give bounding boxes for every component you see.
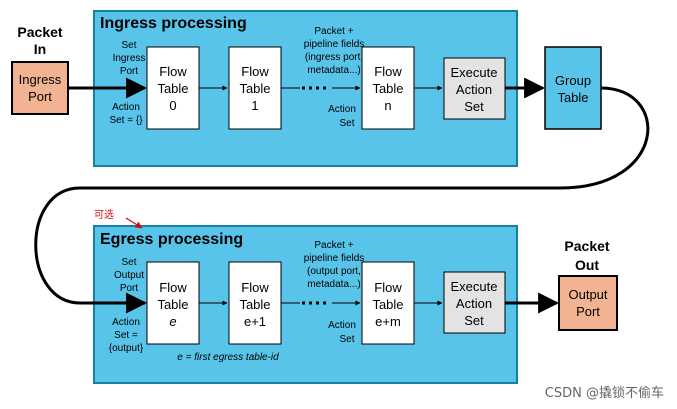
egress-action-set-right-line2: Set <box>339 334 354 345</box>
ingress-pipeline-note-line4: metadata...) <box>307 65 360 76</box>
ingress-execute-action-set: Execute Action Set <box>443 57 506 120</box>
egress-execute-action-set: Execute Action Set <box>443 271 506 334</box>
egress-set-port-line1: Set <box>121 257 136 268</box>
flow-table-id: e <box>169 314 176 329</box>
execute-label: Set <box>464 313 484 328</box>
ingress-pipeline-note-line3: (ingress port, <box>305 52 363 63</box>
execute-label: Action <box>456 296 492 311</box>
ingress-set-port-line3: Port <box>120 66 139 77</box>
ingress-action-set-right-line1: Action <box>328 104 356 115</box>
group-table-box <box>544 46 602 130</box>
ingress-port-box <box>11 61 69 115</box>
optional-annotation: 可选 <box>94 208 114 221</box>
ingress-set-port-line2: Ingress <box>113 53 146 64</box>
flow-table-label: Flow <box>159 64 187 79</box>
flow-table-label: Flow <box>374 64 402 79</box>
ingress-flow-table-0: Flow Table 0 <box>146 46 200 130</box>
egress-pipeline-note-line1: Packet + <box>314 240 353 251</box>
ingress-title: Ingress processing <box>100 15 247 32</box>
flow-table-id: 0 <box>169 98 176 113</box>
packet-out-label-line2: Out <box>575 257 599 273</box>
execute-label: Execute <box>451 65 498 80</box>
watermark: CSDN @撬锁不偷车 <box>545 385 664 401</box>
ingress-action-set-line1: Action <box>112 102 140 113</box>
execute-label: Set <box>464 99 484 114</box>
egress-action-set-line2: Set = <box>114 330 138 341</box>
flow-table-label: Flow <box>241 280 269 295</box>
flow-table-label: Table <box>157 81 188 96</box>
egress-pipeline-note-line4: metadata...) <box>307 279 360 290</box>
egress-flow-table-e: Flow Table e <box>146 261 200 345</box>
ingress-action-set-right-line2: Set <box>339 118 354 129</box>
ingress-set-port-line1: Set <box>121 40 136 51</box>
egress-action-set-line1: Action <box>112 317 140 328</box>
egress-set-port-line3: Port <box>120 283 139 294</box>
egress-title: Egress processing <box>100 231 243 248</box>
arrow-group-table-to-egress <box>34 86 650 314</box>
flow-table-label: Flow <box>159 280 187 295</box>
flow-table-label: Table <box>239 81 270 96</box>
packet-out-label-line1: Packet <box>564 238 609 254</box>
execute-label: Action <box>456 82 492 97</box>
ingress-flow-table-n: Flow Table n <box>361 46 415 130</box>
output-port-line2: Port <box>576 304 600 319</box>
flow-table-label: Table <box>372 81 403 96</box>
output-port-line1: Output <box>568 287 607 302</box>
egress-flow-table-e-plus-m: Flow Table e+m <box>361 261 415 345</box>
flow-table-label: Table <box>239 297 270 312</box>
egress-pipeline-note-line2: pipeline fields <box>304 253 365 264</box>
flow-table-label: Flow <box>374 280 402 295</box>
group-table-line2: Table <box>557 90 588 105</box>
egress-set-port-line2: Output <box>114 270 144 281</box>
flow-table-label: Table <box>372 297 403 312</box>
group-table-line1: Group <box>555 73 591 88</box>
ingress-action-set-line2: Set = {} <box>109 115 143 126</box>
flow-table-id: 1 <box>251 98 258 113</box>
flow-table-label: Flow <box>241 64 269 79</box>
ingress-pipeline-note-line2: pipeline fields <box>304 39 365 50</box>
packet-in-label-line2: In <box>34 41 46 57</box>
optional-annotation-arrow <box>125 217 143 229</box>
egress-action-set-right-line1: Action <box>328 320 356 331</box>
egress-footnote: e = first egress table-id <box>177 352 279 363</box>
flow-table-id: n <box>384 98 391 113</box>
egress-pipeline-note-line3: (output port, <box>307 266 361 277</box>
execute-label: Execute <box>451 279 498 294</box>
packet-in-label-line1: Packet <box>17 24 62 40</box>
ingress-flow-table-1: Flow Table 1 <box>228 46 282 130</box>
egress-action-set-line3: {output} <box>109 343 144 354</box>
egress-flow-table-e-plus-1: Flow Table e+1 <box>228 261 282 345</box>
ingress-port-line2: Port <box>28 89 52 104</box>
flow-table-id: e+1 <box>244 314 266 329</box>
flow-table-label: Table <box>157 297 188 312</box>
ingress-port-line1: Ingress <box>19 72 62 87</box>
ingress-pipeline-note-line1: Packet + <box>314 26 353 37</box>
flow-table-id: e+m <box>375 314 401 329</box>
output-port-box <box>558 275 618 331</box>
